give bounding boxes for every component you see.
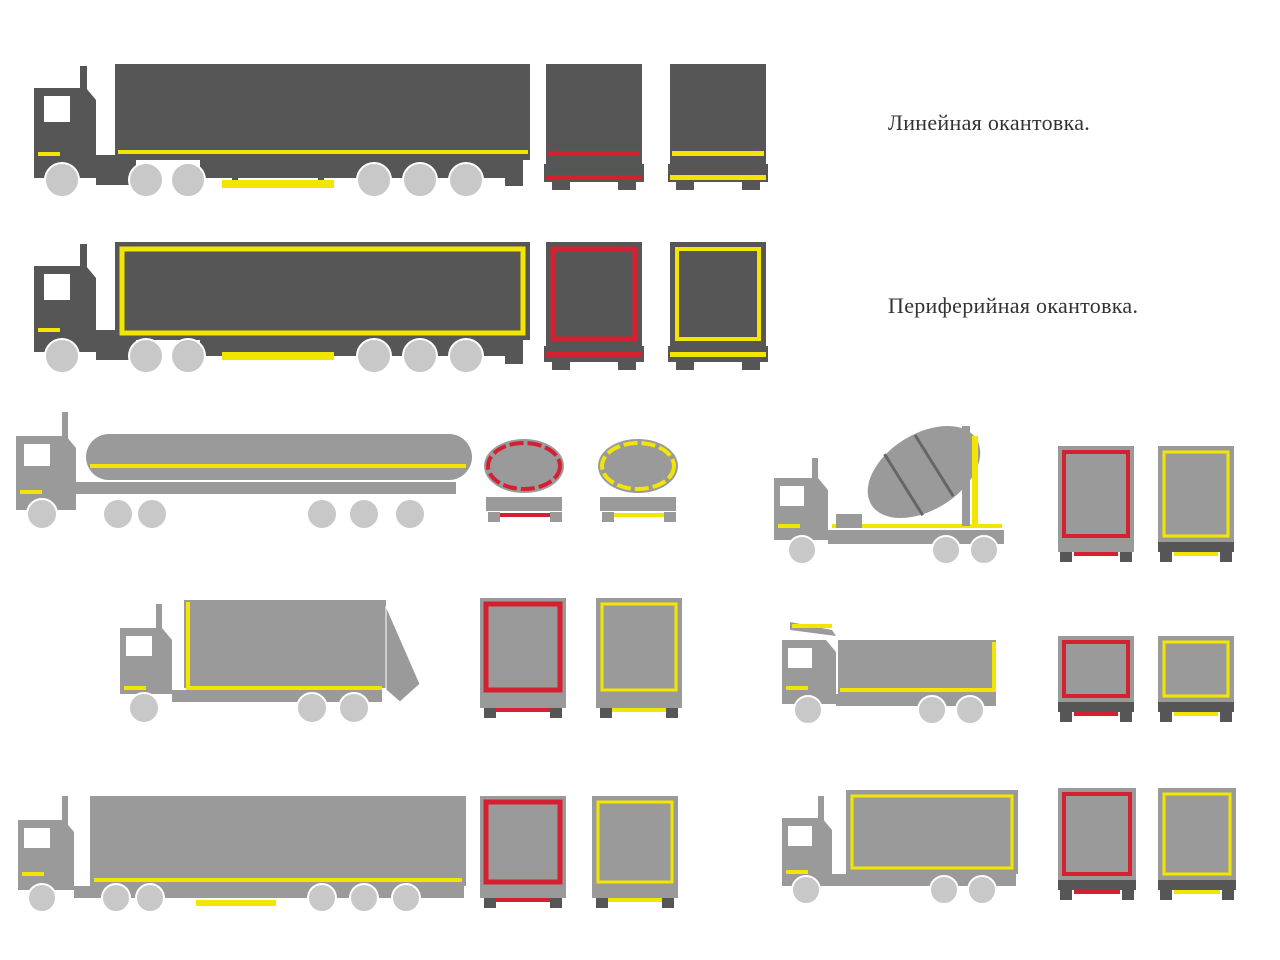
truck-cab (120, 604, 172, 694)
wheels (44, 162, 484, 198)
truck-cab (16, 412, 76, 510)
wheels (787, 535, 999, 565)
trailer-body (115, 242, 530, 340)
rear-view-red-frame (1058, 636, 1134, 722)
rear-view-yellow-frame (668, 242, 768, 370)
trailer-body (90, 796, 466, 886)
truck-cab (782, 640, 836, 704)
rear-view-red-frame (480, 598, 566, 718)
rear-view-yellow-frame (592, 796, 678, 908)
rear-view-yellow-ring (598, 439, 678, 522)
rear-view-yellow-frame (1158, 788, 1236, 900)
cab-yellow-strip (38, 152, 60, 156)
truck-cab (18, 796, 74, 890)
caption-linear-marking: Линейная окантовка. (888, 110, 1091, 135)
cab-yellow-strip (124, 686, 146, 690)
vehicle-tipper (782, 622, 996, 725)
wheels (128, 692, 370, 724)
wheels (27, 883, 421, 913)
caption-peripheral-marking: Периферийная окантовка. (888, 293, 1139, 318)
rear-view-red-frame (1058, 788, 1136, 900)
rear-view-red-linear (544, 64, 644, 190)
side-guard-strip (222, 180, 334, 188)
trailer-linear-strip (94, 878, 462, 882)
wheels (26, 498, 426, 530)
rear-view-red-frame (1058, 446, 1134, 562)
vehicle-tanker (16, 412, 472, 530)
tipper-linear-strip (840, 688, 992, 692)
cab-yellow-strip (778, 524, 800, 528)
vehicle-long-semi (18, 796, 466, 913)
wheels (793, 695, 985, 725)
tank-body (86, 434, 472, 480)
mixer-drum (867, 425, 981, 519)
trailer-body (115, 64, 530, 160)
trailer-linear-strip (118, 150, 528, 154)
cab-yellow-strip (786, 870, 808, 874)
cab-yellow-strip (786, 686, 808, 690)
rear-view-red-frame (480, 796, 566, 908)
dump-body (184, 600, 386, 688)
trailer-peripheral-frame (119, 246, 526, 336)
rear-view-yellow-frame (596, 598, 682, 718)
side-guard-strip (196, 900, 276, 906)
tank-linear-strip (90, 464, 466, 468)
chassis-linear-strip (832, 524, 1002, 528)
vehicle-semi-linear (34, 64, 530, 198)
rear-view-yellow-linear (668, 64, 768, 190)
truck-cab (782, 796, 832, 886)
drum-support-strip (972, 436, 978, 526)
wheels (44, 338, 484, 374)
rear-view-red-ring (484, 439, 564, 522)
cab-yellow-strip (38, 328, 60, 332)
tipper-body (838, 640, 996, 694)
vehicle-dumper (120, 600, 421, 724)
cab-yellow-strip (20, 490, 42, 494)
truck-cab (774, 458, 828, 540)
cab-yellow-strip (22, 872, 44, 876)
rear-view-yellow-frame (1158, 446, 1234, 562)
box-body (846, 790, 1018, 874)
dump-linear-strip (186, 686, 382, 690)
rear-view-yellow-frame (1158, 636, 1234, 722)
vehicle-box-truck (782, 790, 1018, 905)
side-guard-strip (222, 352, 334, 360)
wheels (791, 875, 997, 905)
vehicle-semi-peripheral (34, 242, 530, 374)
box-peripheral-frame (850, 794, 1014, 870)
rear-view-red-frame (544, 242, 644, 370)
vehicle-mixer (774, 425, 1004, 565)
